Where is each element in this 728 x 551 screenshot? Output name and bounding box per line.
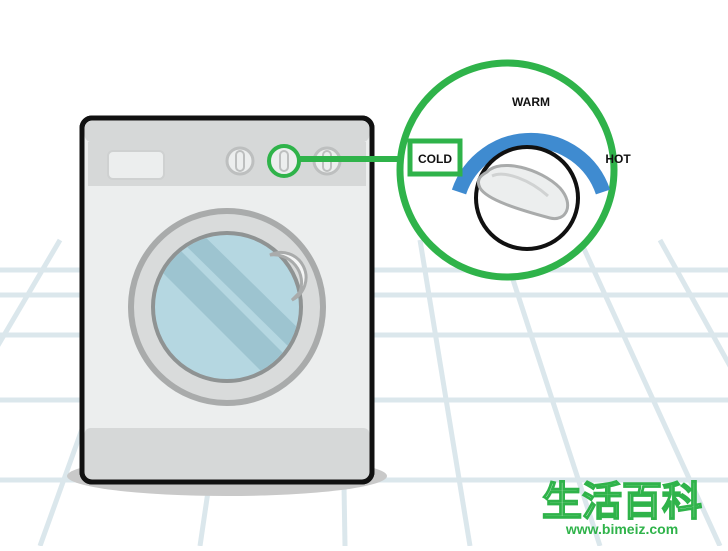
temperature-dial-zoom: COLD WARM HOT — [396, 59, 631, 281]
watermark-url: www.bimeiz.com — [565, 521, 678, 537]
watermark: 生活百科 www.bimeiz.com — [541, 479, 703, 537]
cold-label-box — [407, 138, 463, 177]
detergent-drawer — [107, 150, 165, 180]
watermark-chinese: 生活百科 — [542, 480, 702, 524]
temperature-knob-highlighted — [267, 144, 301, 178]
temperature-dial-icon — [474, 145, 580, 251]
hot-label: HOT — [605, 152, 631, 166]
washer-door — [128, 208, 326, 406]
control-knob-icon — [225, 146, 255, 176]
cold-label: COLD — [418, 152, 452, 166]
machine-base-panel — [84, 428, 370, 480]
warm-label: WARM — [512, 95, 550, 109]
door-handle — [269, 250, 308, 302]
machine-top-band — [84, 120, 370, 143]
temperature-arc — [451, 132, 611, 195]
washing-machine-icon — [79, 115, 375, 485]
